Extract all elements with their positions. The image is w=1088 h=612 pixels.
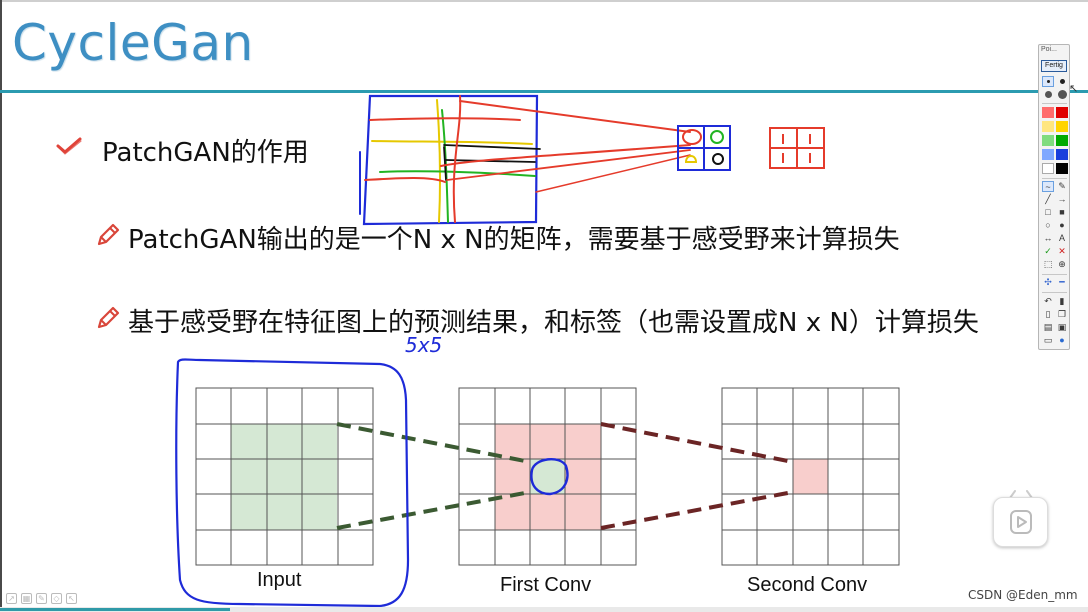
zoom-tool-icon[interactable]: ⊕: [1058, 259, 1066, 269]
handwritten-2x2-output: [677, 125, 731, 171]
second-conv-grid: [721, 387, 900, 566]
color-red[interactable]: [1056, 107, 1068, 118]
input-grid: [195, 387, 374, 566]
color-black[interactable]: [1056, 163, 1068, 174]
info-icon[interactable]: ●: [1059, 335, 1065, 345]
print-icon[interactable]: ▤: [1043, 322, 1053, 332]
move-tool-icon[interactable]: ✣: [1044, 277, 1052, 287]
window-left-border: [0, 0, 2, 612]
pencil-icon: [97, 306, 120, 329]
copy-icon[interactable]: ❐: [1057, 309, 1067, 319]
text-tool-icon[interactable]: A: [1058, 233, 1065, 243]
color-blue[interactable]: [1056, 149, 1068, 160]
cross-tool-icon[interactable]: ✕: [1058, 246, 1066, 256]
toolbar-separator: [1042, 178, 1067, 179]
title-divider: [0, 90, 1040, 93]
handwritten-patch-sketch: [359, 94, 691, 226]
handwritten-input-outline: [175, 358, 569, 608]
window-top-border: [0, 0, 1088, 2]
toolbar-separator: [1042, 292, 1067, 293]
pen-size-xlarge[interactable]: [1056, 89, 1068, 100]
pencil-icon: [97, 223, 120, 246]
color-light-green[interactable]: [1042, 135, 1054, 146]
check-tool-icon[interactable]: ✓: [1044, 246, 1052, 256]
trash-icon[interactable]: ▮: [1059, 296, 1065, 306]
second-conv-label: Second Conv: [747, 574, 868, 596]
mouse-cursor-icon: ↖: [1069, 83, 1079, 95]
play-icon: [1010, 510, 1032, 534]
presentation-tools: ↗ ▦ ✎ ◇ ↖: [6, 593, 77, 604]
video-play-button[interactable]: [993, 497, 1048, 547]
area-tool-icon[interactable]: ⬚: [1043, 259, 1053, 269]
toolbar-separator: [1042, 103, 1067, 104]
done-button[interactable]: Fertig: [1041, 60, 1067, 72]
cursor-icon[interactable]: ↖: [66, 593, 77, 604]
save-icon[interactable]: ▣: [1057, 322, 1067, 332]
color-light-red[interactable]: [1042, 107, 1054, 118]
filled-ellipse-tool-icon[interactable]: ●: [1059, 220, 1065, 230]
bullet-receptive-field-loss: 基于感受野在特征图上的预测结果，和标签（也需设置成N x N）计算损失: [128, 308, 979, 338]
minus-tool-icon[interactable]: ━: [1059, 277, 1065, 287]
bullet-output-matrix: PatchGAN输出的是一个N x N的矩阵，需要基于感受野来计算损失: [128, 225, 900, 255]
arrow-tool-icon[interactable]: →: [1057, 194, 1067, 204]
pen-size-medium[interactable]: [1056, 76, 1068, 87]
input-grid-label: Input: [257, 569, 302, 591]
eraser-tool-icon[interactable]: ✎: [1058, 181, 1066, 191]
color-white[interactable]: [1042, 163, 1054, 174]
slides-icon[interactable]: ▦: [21, 593, 32, 604]
rectangle-tool-icon[interactable]: □: [1045, 207, 1051, 217]
color-light-yellow[interactable]: [1042, 121, 1054, 132]
new-page-icon[interactable]: ▯: [1045, 309, 1051, 319]
handwritten-5x5-note: 5x5: [405, 333, 442, 357]
csdn-watermark: CSDN @Eden_mm: [968, 588, 1078, 602]
progress-track: [0, 607, 1088, 612]
play-button-ears-icon: [1009, 490, 1033, 499]
ellipse-tool-icon[interactable]: ○: [1045, 220, 1051, 230]
pen-toolbar[interactable]: Poi... Fertig ~ ✎ ╱ → □ ■ ○ ● ↔ A ✓ ✕ ⬚ …: [1038, 44, 1070, 350]
toolbar-separator: [1042, 274, 1067, 275]
color-green[interactable]: [1056, 135, 1068, 146]
pen-icon[interactable]: ✎: [36, 593, 47, 604]
pen-size-large[interactable]: [1042, 89, 1054, 100]
check-icon: [56, 137, 82, 155]
pen-tool-icon[interactable]: ~: [1042, 181, 1054, 192]
toolbar-title: Poi...: [1041, 46, 1057, 53]
title-divider-end: [1070, 90, 1088, 93]
first-conv-grid: [458, 387, 637, 566]
pointer-icon[interactable]: ↗: [6, 593, 17, 604]
undo-icon[interactable]: ↶: [1044, 296, 1052, 306]
screen-icon[interactable]: ▭: [1043, 335, 1053, 345]
color-light-blue[interactable]: [1042, 149, 1054, 160]
line-tool-icon[interactable]: ╱: [1045, 194, 1051, 204]
eraser-icon[interactable]: ◇: [51, 593, 62, 604]
filled-rectangle-tool-icon[interactable]: ■: [1059, 207, 1065, 217]
first-conv-label: First Conv: [500, 574, 592, 596]
slide-title: CycleGan: [12, 14, 254, 72]
receptive-field-lines: [336, 422, 794, 530]
progress-fill: [0, 608, 230, 611]
pen-size-small[interactable]: [1042, 76, 1054, 87]
double-arrow-tool-icon[interactable]: ↔: [1043, 233, 1053, 243]
color-yellow[interactable]: [1056, 121, 1068, 132]
handwritten-label-grid: [769, 127, 825, 169]
bullet-patchgan-role: PatchGAN的作用: [102, 138, 309, 168]
